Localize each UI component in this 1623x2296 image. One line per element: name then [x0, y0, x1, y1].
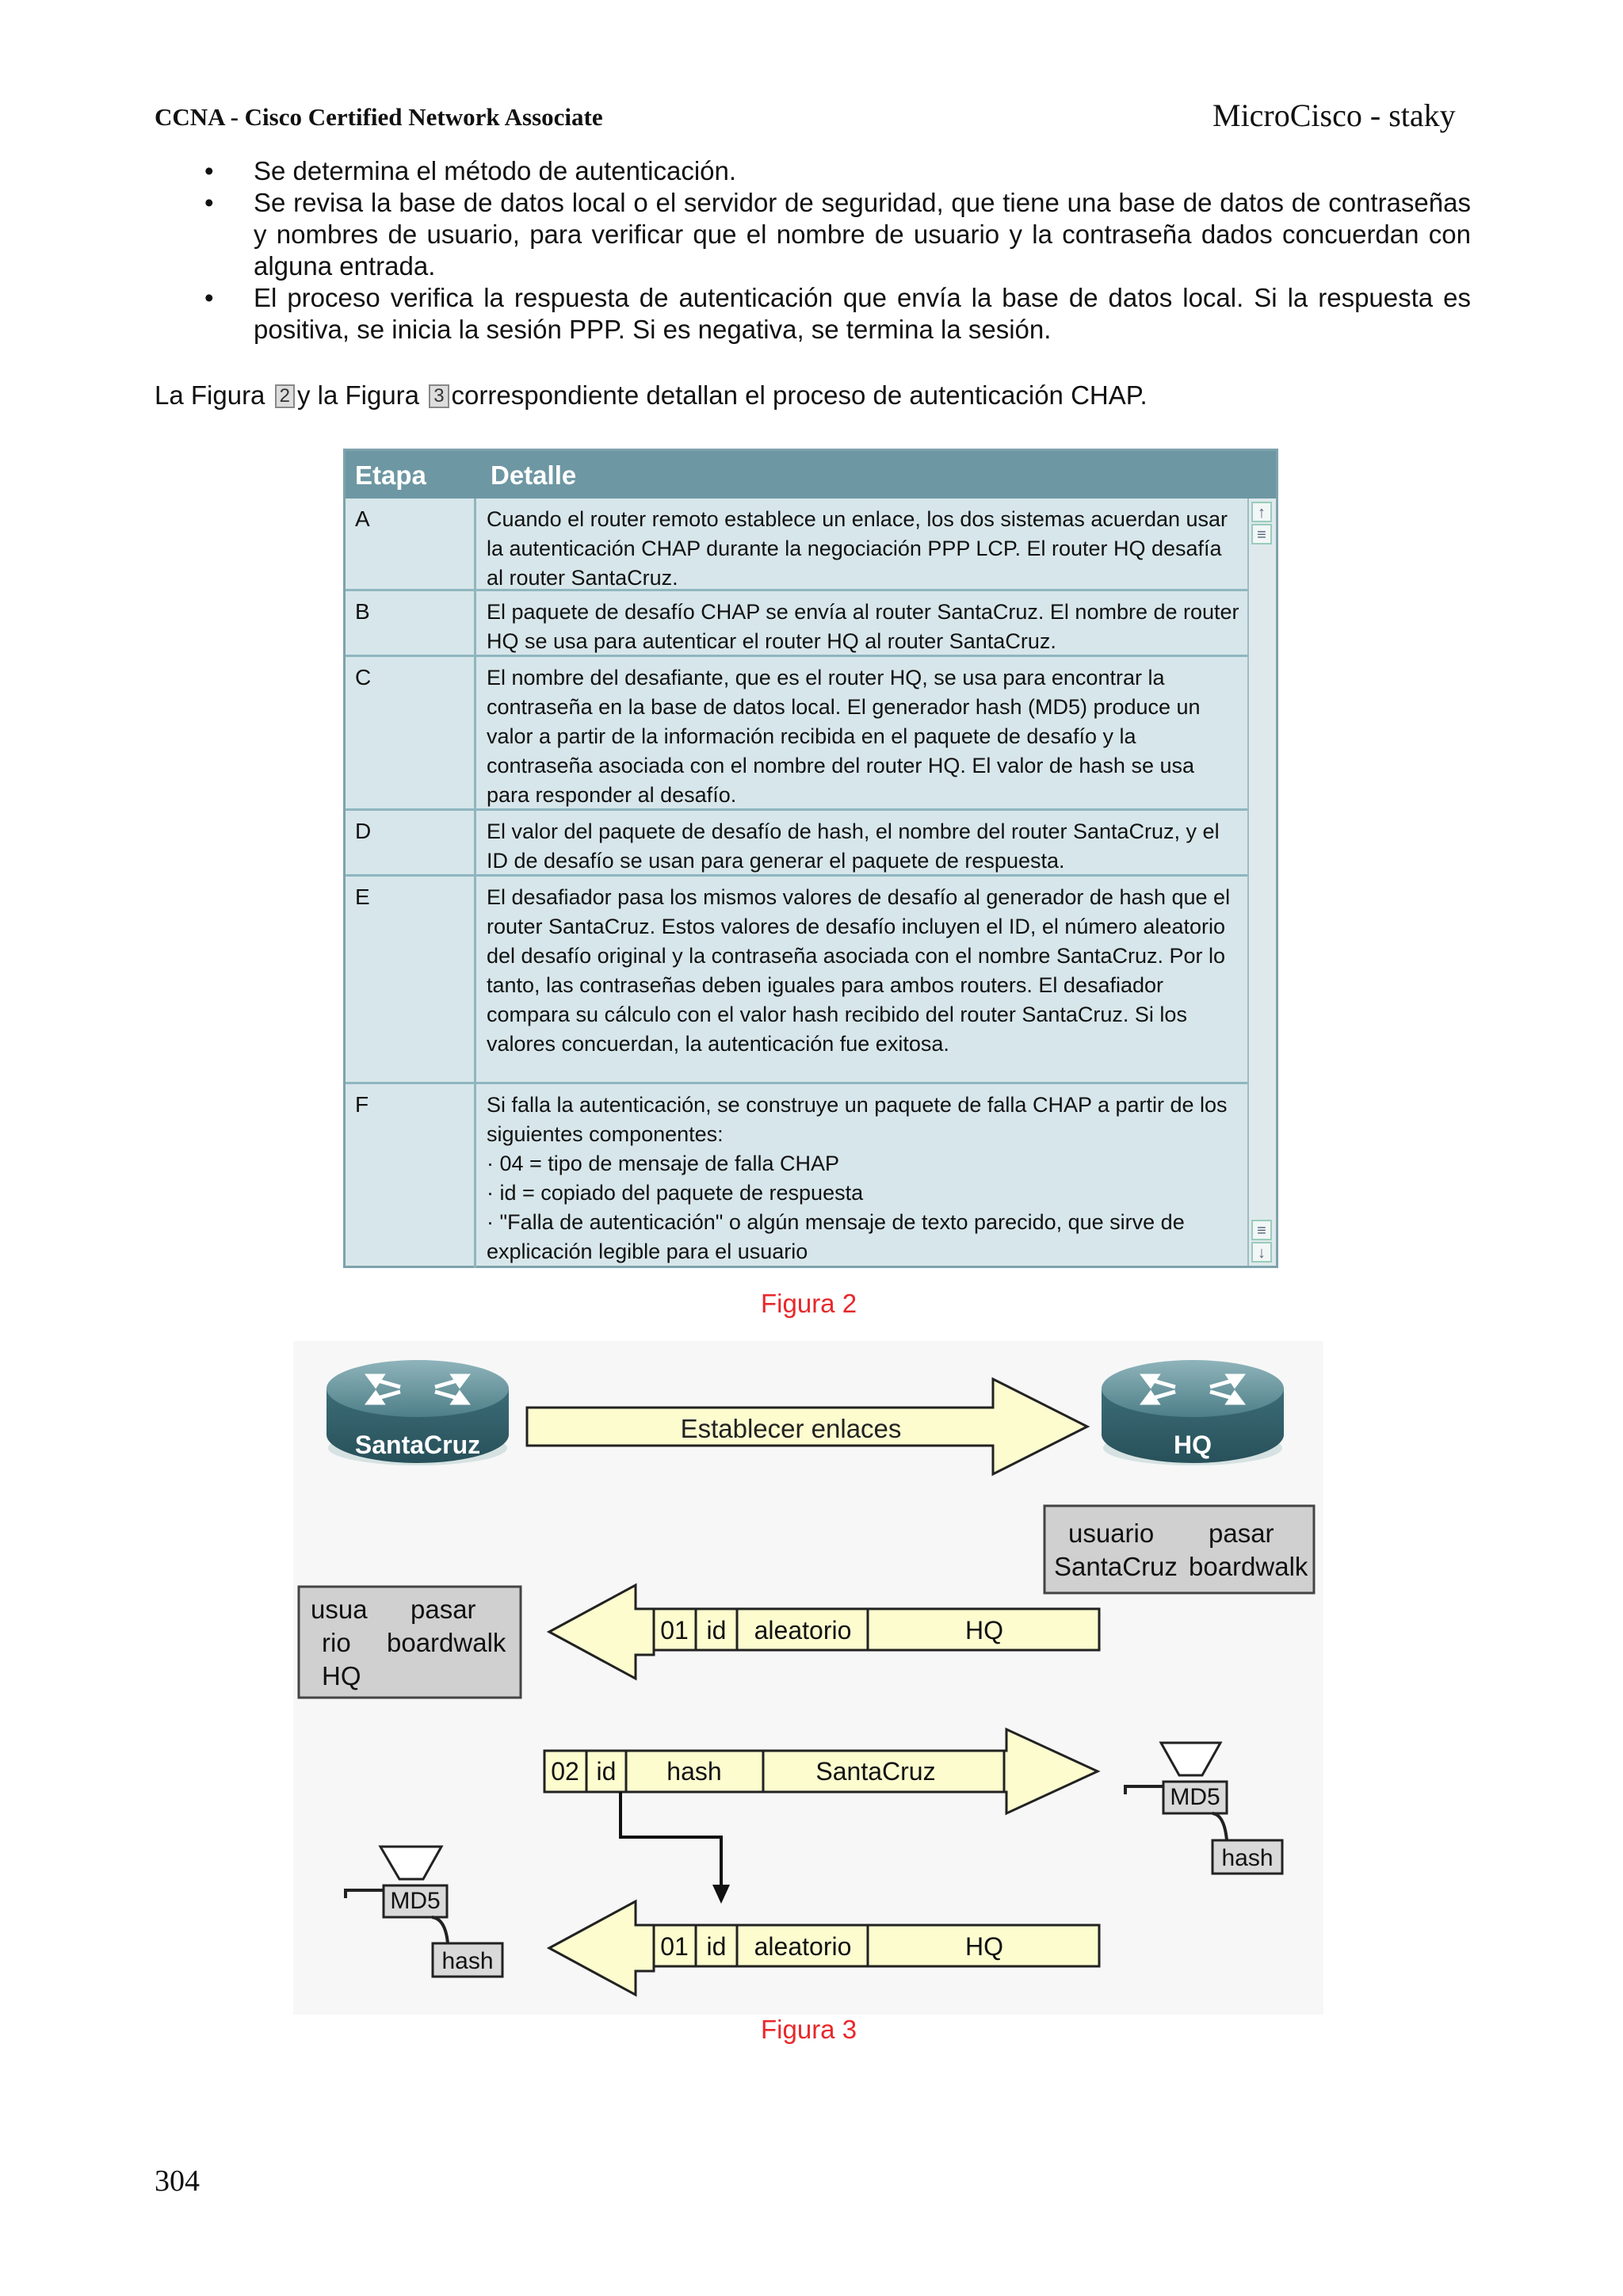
hq-router-icon [1102, 1360, 1284, 1465]
detail-line: · id = copiado del paquete de respuesta [487, 1181, 864, 1205]
running-header-title: CCNA - Cisco Certified Network Associate [155, 103, 603, 131]
md5-label: MD5 [390, 1888, 440, 1914]
stage-cell: E [346, 877, 476, 1082]
scroll-thumb-top-icon[interactable]: ≡ [1251, 524, 1272, 544]
bullet-list: • Se determina el método de autenticación… [204, 155, 1471, 346]
intro-text: La Figura [155, 380, 265, 410]
db-column-pass: pasar [1209, 1519, 1274, 1548]
santacruz-router-label: SantaCruz [355, 1431, 480, 1459]
detail-line: · "Falla de autenticación" o algún mensa… [487, 1210, 1185, 1263]
establish-link-arrow-icon [525, 1377, 1090, 1477]
packet-value: aleatorio [754, 1616, 852, 1645]
column-header-stage: Etapa [355, 460, 426, 490]
packet-value: hash [666, 1757, 721, 1786]
db-column-pass: pasar [411, 1595, 476, 1624]
bullet-item: • Se revisa la base de datos local o el s… [204, 187, 1471, 282]
detail-line: · 04 = tipo de mensaje de falla CHAP [487, 1152, 839, 1175]
packet-id: id [707, 1932, 727, 1961]
bullet-item: • El proceso verifica la respuesta de aut… [204, 282, 1471, 346]
db-pass-value: boardwalk [1189, 1552, 1308, 1581]
detail-line: Si falla la autenticación, se construye … [487, 1093, 1228, 1146]
table-row: A Cuando el router remoto establece un e… [346, 499, 1251, 591]
stage-cell: C [346, 657, 476, 808]
intro-text: correspondiente detallan el proceso de a… [451, 380, 1148, 410]
table-body[interactable]: A Cuando el router remoto establece un e… [346, 499, 1251, 1268]
response-packet [543, 1749, 1006, 1794]
bullet-text: El proceso verifica la respuesta de aute… [254, 283, 1471, 344]
result-arrow-icon [546, 1899, 655, 1997]
md5-label: MD5 [1170, 1784, 1220, 1810]
detail-cell: El paquete de desafío CHAP se envía al r… [487, 600, 1239, 653]
table-header: Etapa Detalle [346, 451, 1276, 499]
stage-cell: B [346, 591, 476, 655]
packet-code: 02 [551, 1757, 579, 1786]
md5-generator-icon [1124, 1741, 1284, 1875]
connector-arrow-icon [619, 1792, 723, 1888]
bullet-dot-icon: • [204, 283, 214, 312]
md5-generator-icon [344, 1845, 504, 1978]
hash-label: hash [1221, 1845, 1273, 1871]
detail-cell: El desafiador pasa los mismos valores de… [487, 885, 1231, 1056]
table-row: B El paquete de desafío CHAP se envía al… [346, 591, 1251, 657]
packet-name: HQ [965, 1616, 1003, 1645]
db-pass-value: boardwalk [387, 1628, 506, 1657]
detail-cell: Si falla la autenticación, se construye … [476, 1084, 1251, 1270]
intro-text: y la Figura [296, 380, 420, 410]
detail-cell: Cuando el router remoto establece un enl… [487, 507, 1228, 590]
bullet-dot-icon: • [204, 188, 214, 217]
db-column-user: usuario [1068, 1519, 1154, 1548]
bullet-text: Se determina el método de autenticación. [254, 156, 737, 185]
figure-2-caption: Figura 2 [761, 1289, 857, 1318]
packet-id: id [707, 1616, 727, 1645]
db-user-value: HQ [322, 1661, 361, 1690]
table-row: C El nombre del desafiante, que es el ro… [346, 657, 1251, 811]
db-column-user: usua [311, 1595, 368, 1624]
db-column-user: rio [322, 1628, 351, 1657]
figure-2-link[interactable]: 2 [274, 384, 295, 408]
hq-user-database [1043, 1504, 1316, 1595]
packet-id: id [597, 1757, 617, 1786]
santacruz-router-icon [327, 1360, 509, 1465]
running-header-author: MicroCisco - staky [1212, 97, 1456, 133]
bullet-text: Se revisa la base de datos local o el se… [254, 188, 1471, 281]
table-scrollbar[interactable]: ↑ ≡ ≡ ↓ [1247, 499, 1276, 1266]
establish-link-label: Establecer enlaces [681, 1414, 902, 1443]
challenge-packet [652, 1607, 1101, 1652]
packet-name: HQ [965, 1932, 1003, 1961]
db-user-value: SantaCruz [1054, 1552, 1178, 1581]
bullet-item: • Se determina el método de autenticación… [204, 155, 1471, 187]
stage-cell: F [346, 1084, 476, 1268]
figure-3-caption: Figura 3 [761, 2015, 857, 2044]
packet-value: aleatorio [754, 1932, 852, 1961]
challenge-arrow-icon [546, 1583, 655, 1681]
chap-stages-table: Etapa Detalle A Cuando el router remoto … [343, 449, 1278, 1268]
scroll-down-icon[interactable]: ↓ [1251, 1242, 1272, 1263]
page-number: 304 [155, 2164, 200, 2198]
scroll-thumb-bottom-icon[interactable]: ≡ [1251, 1220, 1272, 1240]
packet-name: SantaCruz [815, 1757, 935, 1786]
table-row: E El desafiador pasa los mismos valores … [346, 877, 1251, 1084]
scroll-up-icon[interactable]: ↑ [1251, 502, 1272, 522]
chap-diagram: SantaCruz HQ Establecer enlaces usuario … [293, 1341, 1323, 2015]
detail-cell: El valor del paquete de desafío de hash,… [487, 819, 1220, 873]
stage-cell: A [346, 499, 476, 589]
hash-label: hash [441, 1948, 493, 1974]
detail-cell: El nombre del desafiante, que es el rout… [487, 666, 1201, 807]
stage-cell: D [346, 811, 476, 874]
hq-router-label: HQ [1174, 1431, 1212, 1459]
column-header-detail: Detalle [491, 460, 577, 490]
bullet-dot-icon: • [204, 156, 214, 185]
result-packet [652, 1924, 1101, 1968]
figure-3-link[interactable]: 3 [429, 384, 449, 408]
table-row: F Si falla la autenticación, se construy… [346, 1084, 1251, 1268]
packet-code: 01 [660, 1616, 689, 1645]
packet-code: 01 [660, 1932, 689, 1961]
santacruz-user-database [297, 1585, 522, 1699]
table-row: D El valor del paquete de desafío de has… [346, 811, 1251, 877]
response-arrow-icon [1002, 1727, 1101, 1816]
